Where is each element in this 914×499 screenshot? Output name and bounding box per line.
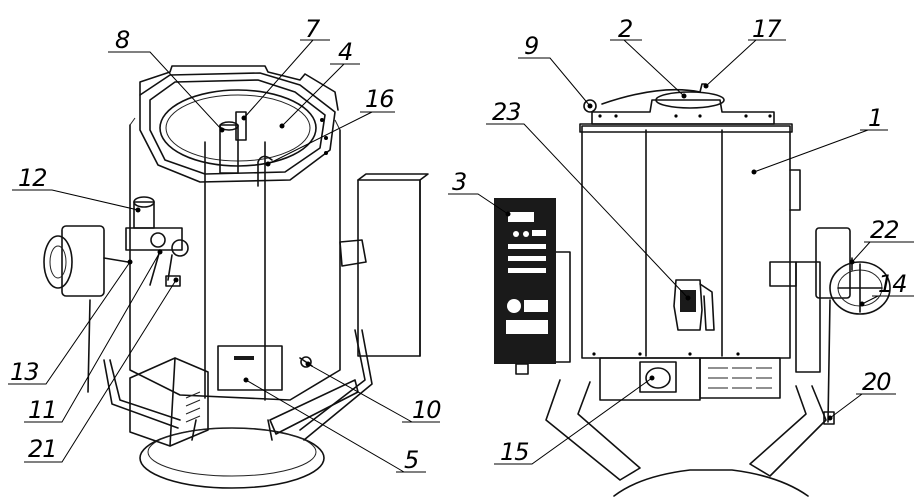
left-view-kettle	[43, 65, 429, 489]
callout-21: 21	[28, 435, 57, 463]
callout-12: 12	[18, 164, 47, 192]
callout-5: 5	[404, 446, 418, 474]
callout-8: 8	[115, 26, 130, 54]
right-view-kettle	[494, 83, 891, 497]
callout-7: 7	[305, 15, 321, 43]
callout-23: 23	[492, 98, 521, 126]
callout-17: 17	[752, 15, 782, 43]
callout-14: 14	[878, 270, 907, 298]
callout-3: 3	[452, 168, 466, 196]
callout-1: 1	[868, 104, 882, 132]
callout-22: 22	[870, 216, 899, 244]
callout-16: 16	[365, 85, 394, 113]
callout-15: 15	[500, 438, 529, 466]
callout-13: 13	[10, 358, 39, 386]
callout-10: 10	[412, 396, 441, 424]
callout-11: 11	[28, 396, 57, 424]
callout-9: 9	[524, 32, 538, 60]
callout-2: 2	[618, 15, 632, 43]
callout-20: 20	[862, 368, 891, 396]
callout-4: 4	[338, 38, 352, 66]
